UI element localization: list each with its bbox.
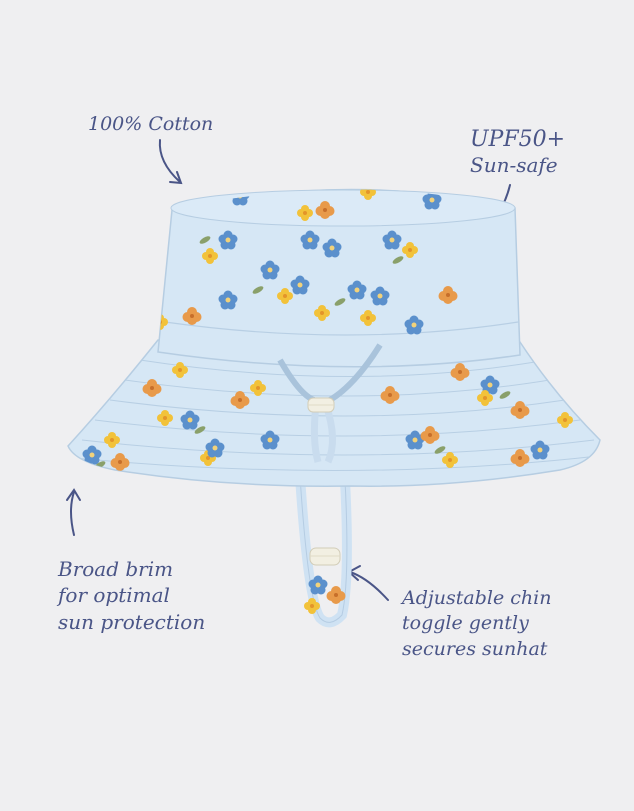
callout-brim-line2: for optimal — [58, 583, 170, 608]
callout-upf-line1: UPF50+ — [470, 127, 566, 152]
hat-brim — [67, 339, 601, 487]
callout-chin-line2: toggle gently — [402, 612, 529, 635]
callout-brim-line1: Broad brim — [58, 557, 174, 581]
callout-upf-line2: Sun-safe — [470, 153, 558, 178]
callout-chin-line1: Adjustable chin — [402, 587, 552, 609]
callout-chin-line3: secures sunhat — [402, 637, 548, 660]
chin-toggle — [309, 547, 341, 566]
arrow-chin-icon — [347, 565, 389, 601]
cord-toggle-top — [307, 397, 335, 413]
callout-brim: Broad brim for optimal sun protection — [58, 556, 205, 635]
chin-strap — [295, 475, 352, 628]
callout-cotton: 100% Cotton — [88, 113, 213, 136]
arrow-brim-icon — [66, 488, 81, 536]
callout-cotton-text: 100% Cotton — [88, 113, 214, 135]
hat-crown — [157, 188, 521, 368]
callout-chin: Adjustable chin toggle gently secures su… — [402, 586, 551, 662]
arrow-cotton-icon — [158, 139, 183, 185]
callout-upf: UPF50+ Sun-safe — [470, 127, 565, 177]
callout-brim-line3: sun protection — [58, 609, 206, 634]
